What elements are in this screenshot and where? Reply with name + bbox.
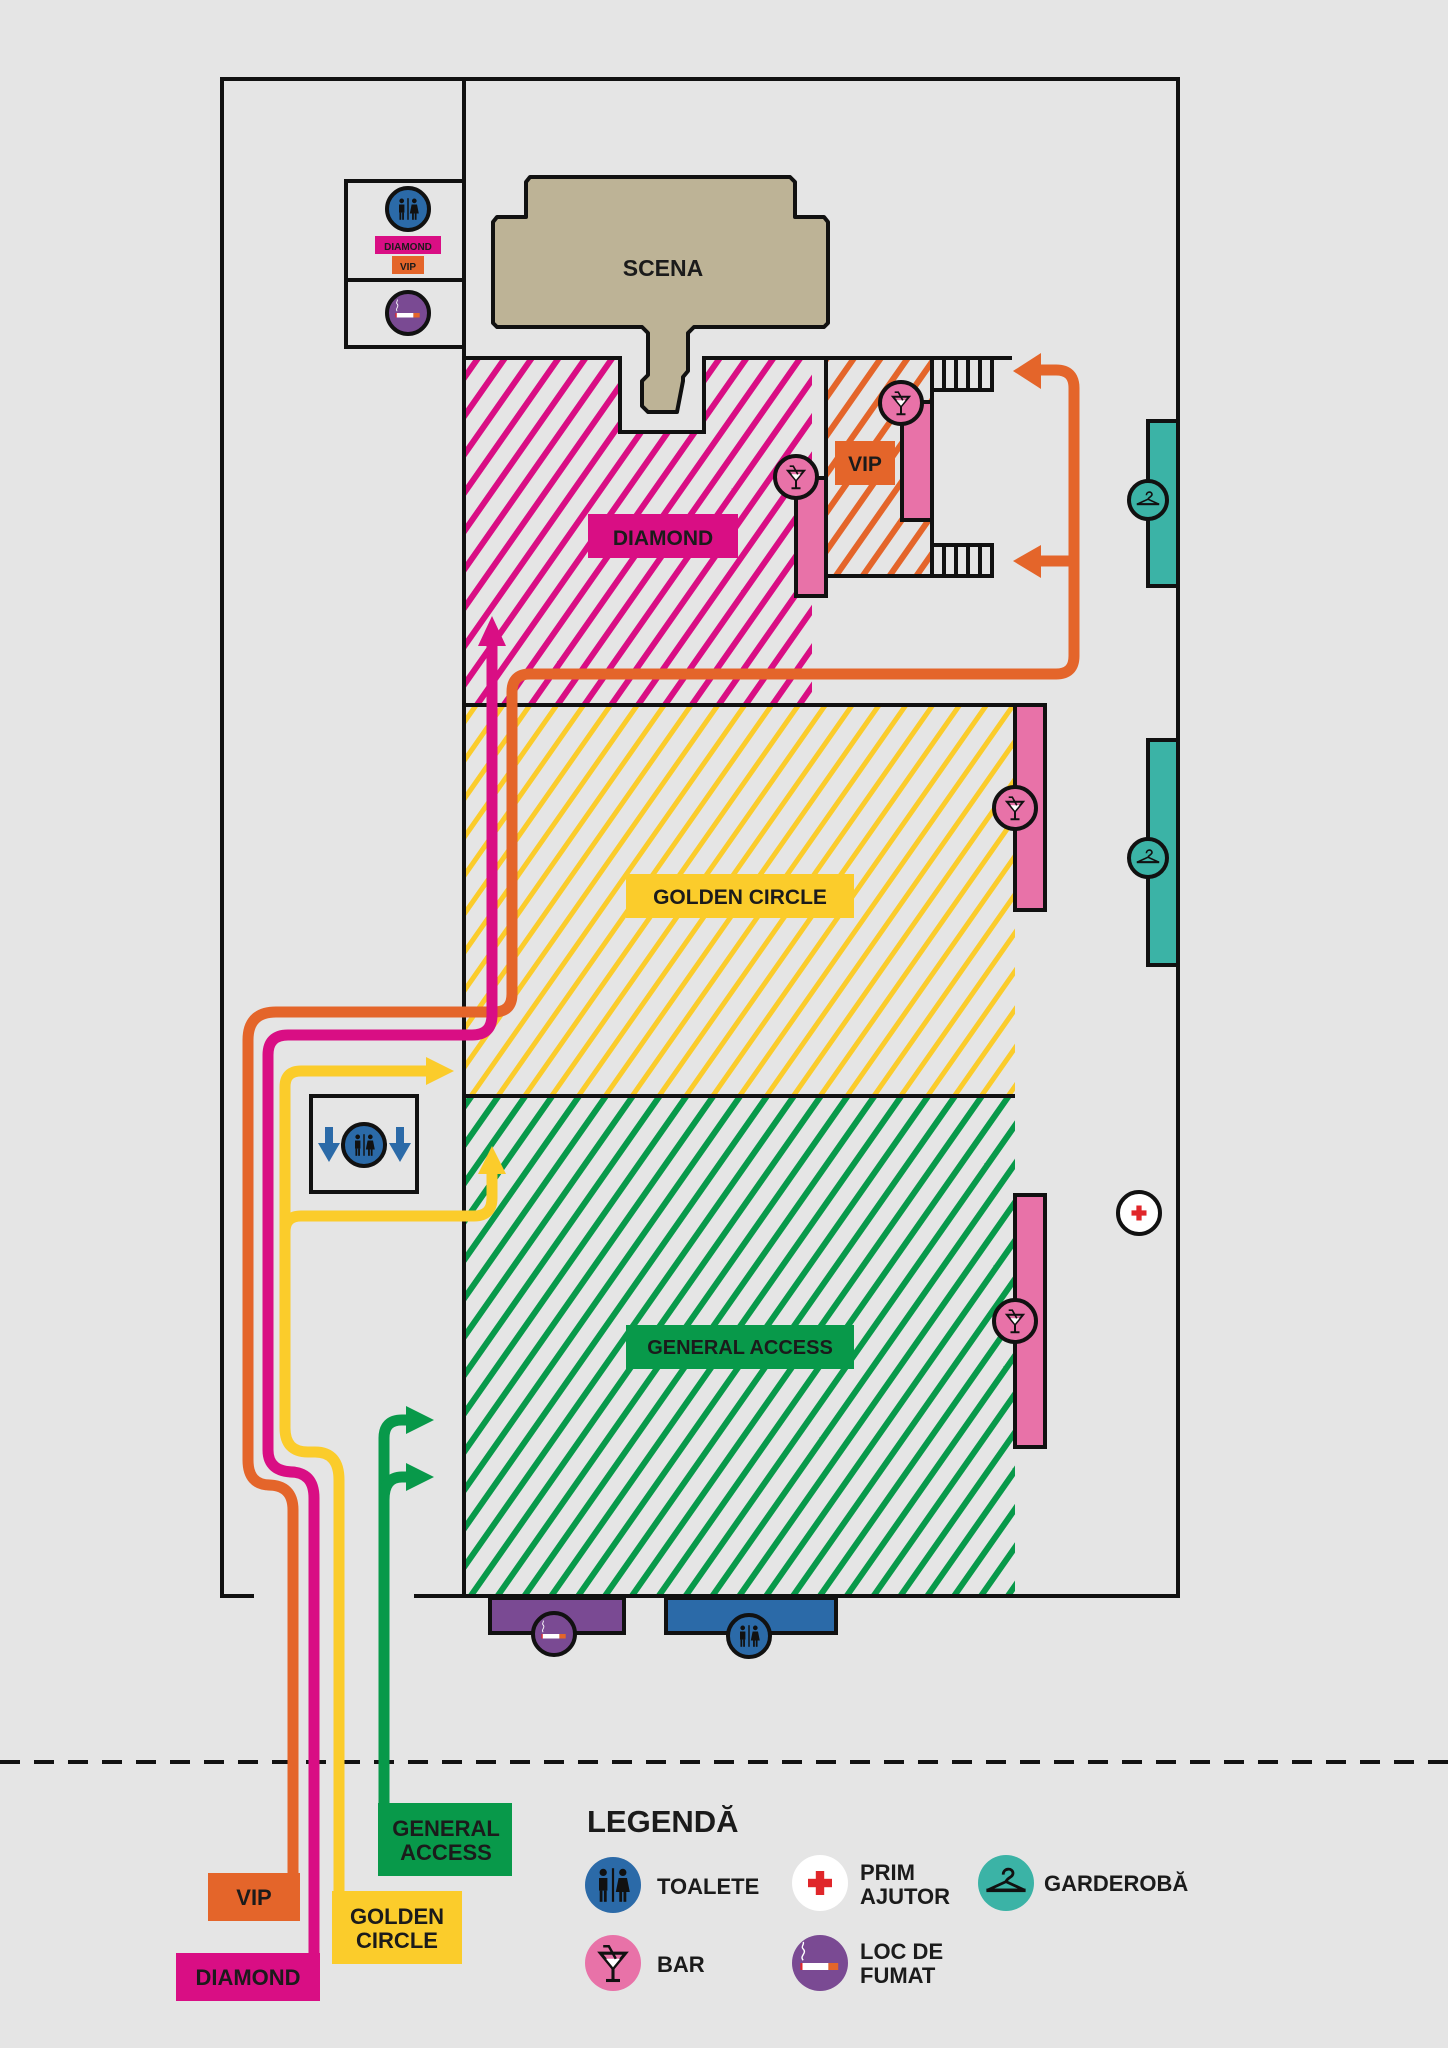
arrow-golden-circle-branch-icon	[478, 1146, 506, 1174]
svg-text:PRIM: PRIM	[860, 1860, 915, 1885]
route-diamond	[262, 640, 498, 1975]
svg-text:GARDEROBĂ: GARDEROBĂ	[1044, 1871, 1188, 1896]
svg-text:BAR: BAR	[657, 1952, 705, 1977]
arrow-general-access-top-icon	[406, 1406, 434, 1434]
route-golden-circle-branch	[279, 1170, 498, 1233]
vip-tag	[392, 256, 424, 274]
zone-label-golden-circle: GOLDEN CIRCLE	[626, 874, 854, 918]
first-aid-point[interactable]	[1116, 1190, 1162, 1236]
route-general-access-branch	[378, 1471, 410, 1501]
svg-text:LOC DE: LOC DE	[860, 1939, 943, 1964]
vip-tag-label: VIP	[400, 262, 416, 273]
stage[interactable]: SCENA	[491, 175, 830, 414]
arrow-down-icon	[389, 1127, 411, 1162]
svg-text:CIRCLE: CIRCLE	[356, 1928, 438, 1953]
entrance-label-golden-circle[interactable]: GOLDEN CIRCLE	[332, 1891, 462, 1964]
hanger-icon	[1127, 479, 1169, 521]
zone-label-general-access: GENERAL ACCESS	[626, 1325, 854, 1369]
cocktail-icon	[878, 380, 924, 426]
bar-diamond[interactable]	[773, 454, 828, 598]
toilet-icon	[726, 1613, 772, 1659]
legend-item-wardrobe: GARDEROBĂ	[978, 1855, 1188, 1911]
side-room: DIAMOND VIP	[344, 179, 466, 349]
svg-text:DIAMOND: DIAMOND	[195, 1965, 300, 1990]
arrow-vip-bottom-icon	[1013, 545, 1041, 578]
cocktail-icon	[992, 1298, 1038, 1344]
toilet-icon	[341, 1122, 387, 1168]
hanger-icon	[1127, 837, 1169, 879]
entrance-label-general-access[interactable]: GENERAL ACCESS	[378, 1803, 512, 1876]
toilet-room-inner[interactable]	[309, 1094, 419, 1194]
smoking-area-bottom[interactable]	[488, 1596, 626, 1657]
svg-text:AJUTOR: AJUTOR	[860, 1884, 950, 1909]
smoking-icon	[531, 1611, 577, 1657]
legend: LEGENDĂ TOALETE PRIM AJUTOR GARDEROBĂ BA…	[585, 1804, 1188, 1991]
smoking-icon	[385, 290, 431, 336]
bar-golden-circle[interactable]	[992, 703, 1047, 912]
legend-item-bar: BAR	[585, 1935, 705, 1991]
svg-text:VIP: VIP	[848, 453, 882, 476]
legend-item-first-aid: PRIM AJUTOR	[792, 1855, 950, 1911]
arrow-golden-circle-icon	[426, 1057, 454, 1085]
zone-label-vip: VIP	[835, 441, 895, 485]
zone-label-diamond: DIAMOND	[588, 514, 738, 558]
arrow-diamond-icon	[478, 616, 506, 646]
svg-text:GENERAL: GENERAL	[392, 1816, 500, 1841]
diamond-tag	[375, 236, 441, 254]
toilet-icon	[385, 186, 431, 232]
arrow-down-icon	[318, 1127, 340, 1162]
legend-title: LEGENDĂ	[587, 1804, 739, 1839]
svg-text:ACCESS: ACCESS	[400, 1840, 492, 1865]
cocktail-icon	[992, 785, 1038, 831]
svg-text:DIAMOND: DIAMOND	[613, 527, 713, 550]
route-vip	[242, 364, 1080, 1900]
bar-general-access[interactable]	[992, 1193, 1047, 1449]
wardrobe-top[interactable]	[1127, 419, 1180, 588]
entrance-label-vip[interactable]: VIP	[208, 1873, 300, 1921]
route-golden-circle	[279, 1065, 430, 1900]
svg-text:GENERAL ACCESS: GENERAL ACCESS	[647, 1337, 833, 1359]
arrow-vip-top-icon	[1013, 353, 1041, 389]
cocktail-icon	[773, 454, 819, 500]
diamond-tag-label: DIAMOND	[384, 242, 432, 253]
wardrobe-middle[interactable]	[1127, 738, 1180, 967]
svg-text:TOALETE: TOALETE	[657, 1874, 759, 1899]
arrow-general-access-bottom-icon	[406, 1463, 434, 1491]
route-general-access	[378, 1414, 410, 1810]
legend-item-toilets: TOALETE	[585, 1857, 759, 1913]
legend-item-smoking: LOC DE FUMAT	[792, 1935, 943, 1991]
svg-text:GOLDEN: GOLDEN	[350, 1904, 444, 1929]
stage-label: SCENA	[623, 255, 704, 281]
toilets-bottom[interactable]	[664, 1596, 838, 1659]
vip-stairs-bottom	[930, 543, 994, 578]
svg-text:FUMAT: FUMAT	[860, 1963, 936, 1988]
svg-text:GOLDEN CIRCLE: GOLDEN CIRCLE	[653, 886, 827, 909]
entrance-label-diamond[interactable]: DIAMOND	[176, 1953, 320, 2001]
bar-vip[interactable]	[878, 380, 934, 522]
vip-stairs-top	[930, 356, 994, 392]
svg-text:VIP: VIP	[236, 1885, 271, 1910]
